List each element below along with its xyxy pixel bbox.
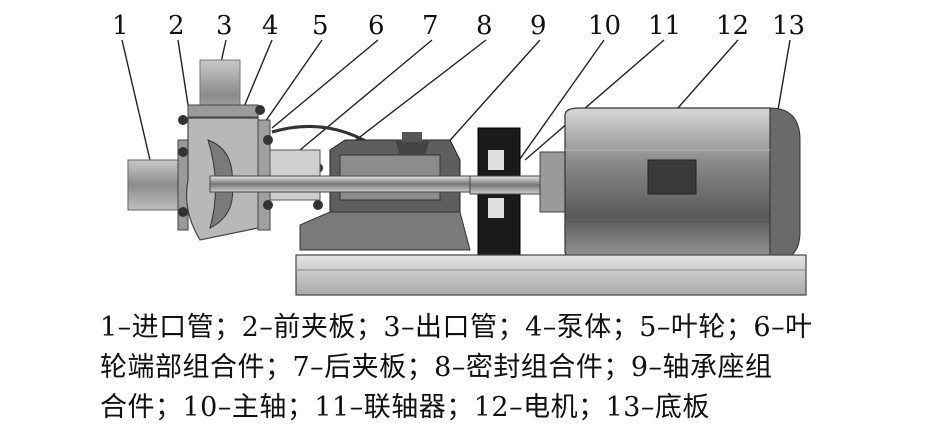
figure-caption: 1–进口管；2–前夹板；3–出口管；4–泵体；5–叶轮；6–叶 轮端部组合件；7…	[100, 308, 900, 428]
pump-drawing	[121, 39, 807, 296]
part-number-9: 9	[530, 11, 547, 41]
part-number-13: 13	[772, 11, 806, 41]
part-number-7: 7	[422, 11, 439, 41]
part-number-1: 1	[112, 11, 129, 41]
part-number-4: 4	[262, 11, 279, 41]
part-number-labels: 1 2 3 4 5 6 7 8 9 10 11 12 13	[0, 0, 945, 60]
base-plate	[295, 254, 807, 296]
pump-assembly-diagram	[121, 39, 807, 296]
part-number-2: 2	[168, 11, 185, 41]
part-number-10: 10	[588, 11, 622, 41]
caption-line-2: 轮端部组合件；7–后夹板；8–密封组合件；9–轴承座组	[100, 352, 773, 383]
part-number-11: 11	[648, 11, 682, 41]
part-number-8: 8	[476, 11, 493, 41]
caption-line-1: 1–进口管；2–前夹板；3–出口管；4–泵体；5–叶轮；6–叶	[100, 312, 813, 343]
part-number-3: 3	[216, 11, 233, 41]
part-number-12: 12	[716, 11, 750, 41]
caption-line-3: 合件；10–主轴；11–联轴器；12–电机；13–底板	[100, 392, 710, 423]
inlet-pipe	[127, 159, 181, 211]
part-number-5: 5	[312, 11, 329, 41]
part-number-6: 6	[368, 11, 385, 41]
